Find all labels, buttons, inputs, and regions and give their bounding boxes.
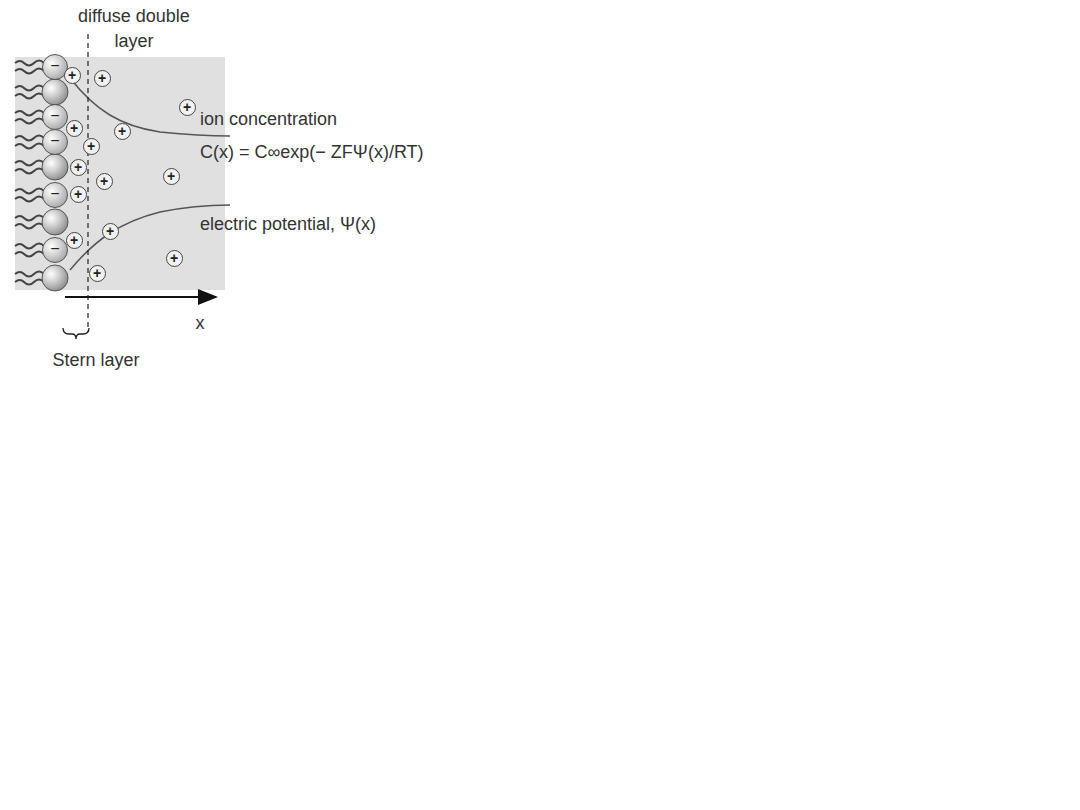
cation: + <box>70 186 87 203</box>
charged-head-group: − <box>42 182 68 208</box>
charge-sign: + <box>74 160 82 174</box>
electrolyte-region <box>15 57 225 290</box>
lipid-tail <box>15 94 44 99</box>
head-groups <box>42 79 68 291</box>
lipid-tail <box>15 197 44 202</box>
head-group <box>42 79 68 105</box>
charged-head-group: − <box>42 129 68 155</box>
lipid-tail <box>15 216 44 221</box>
cation: + <box>163 168 180 185</box>
cation: + <box>83 138 100 155</box>
charged-head-group: − <box>42 104 68 130</box>
formula: C(x) = C∞exp(− ZFΨ(x)/RT) <box>200 141 424 163</box>
x-axis <box>65 296 216 298</box>
annotation: ion concentration <box>200 108 337 130</box>
head-group <box>42 154 68 180</box>
cation: + <box>89 265 106 282</box>
charge-sign: − <box>50 58 59 74</box>
cation: + <box>114 123 131 140</box>
lipid-tail <box>15 244 44 249</box>
lipid-tail <box>15 280 44 285</box>
lipid-tail <box>15 86 44 91</box>
lipid-tail <box>15 111 44 116</box>
head-group <box>42 209 68 235</box>
stern-boundary <box>87 34 88 332</box>
cation: + <box>94 70 111 87</box>
lipid-tail <box>15 161 44 166</box>
charge-sign: + <box>183 100 191 114</box>
annotation: x <box>196 312 205 334</box>
stern-brace <box>63 328 89 339</box>
charge-sign: + <box>70 233 78 247</box>
charge-sign: + <box>93 266 101 280</box>
annotation: Stern layer <box>52 349 139 371</box>
cation: + <box>70 159 87 176</box>
charge-sign: + <box>100 174 108 188</box>
cation: + <box>64 67 81 84</box>
lipid-tail <box>15 144 44 149</box>
lipid-tail <box>15 61 44 66</box>
lipid-tails <box>15 61 44 285</box>
charge-sign: − <box>50 186 59 202</box>
lipid-tail <box>15 252 44 257</box>
lipid-tail <box>15 272 44 277</box>
charge-sign: − <box>50 108 59 124</box>
charge-sign: + <box>70 121 78 135</box>
lipid-tail <box>15 119 44 124</box>
cation: + <box>66 120 83 137</box>
charged-head-group: − <box>42 237 68 263</box>
lipid-tail <box>15 169 44 174</box>
lipid-tail <box>15 136 44 141</box>
charge-sign: + <box>87 139 95 153</box>
region-title: diffuse double layer <box>74 4 194 54</box>
charge-sign: + <box>68 68 76 82</box>
charge-sign: + <box>170 251 178 265</box>
lipid-tail <box>15 189 44 194</box>
charge-sign: + <box>167 169 175 183</box>
cation: + <box>179 99 196 116</box>
lipid-tail <box>15 69 44 74</box>
cation: + <box>166 250 183 267</box>
lipid-tail <box>15 224 44 229</box>
charge-sign: + <box>98 71 106 85</box>
cation: + <box>66 232 83 249</box>
charge-sign: + <box>118 124 126 138</box>
annotation: electric potential, Ψ(x) <box>200 213 376 235</box>
charge-sign: + <box>106 224 114 238</box>
head-group <box>42 265 68 291</box>
charge-sign: − <box>50 241 59 257</box>
charge-sign: + <box>74 187 82 201</box>
charge-sign: − <box>50 133 59 149</box>
cation: + <box>102 223 119 240</box>
cation: + <box>96 173 113 190</box>
